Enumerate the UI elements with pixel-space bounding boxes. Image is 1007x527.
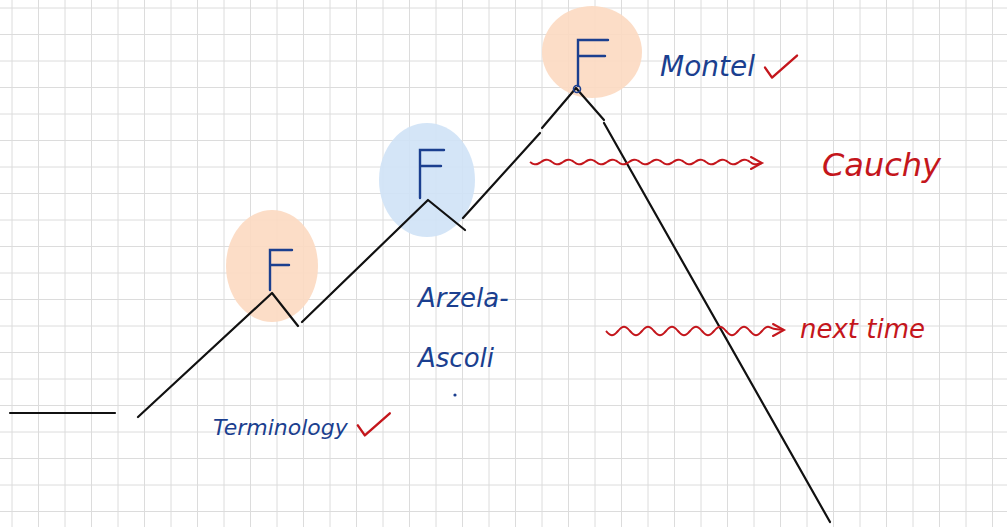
- grid-line: [0, 114, 1007, 115]
- highlight-circle: [379, 123, 475, 237]
- grid-line: [992, 0, 993, 527]
- grid-line: [0, 61, 1007, 62]
- mountain-line: [542, 88, 604, 128]
- mountain-line: [138, 293, 298, 417]
- grid-line: [0, 246, 1007, 247]
- grid-line: [0, 140, 1007, 141]
- flag-symbol: [420, 150, 444, 198]
- label-holder: Arzela- Ascoli: [418, 268, 568, 388]
- summit-dot: [574, 86, 581, 93]
- grid-line: [0, 352, 1007, 353]
- check-mark: [765, 56, 797, 78]
- grid-line: [0, 458, 1007, 459]
- grid-line: [780, 0, 781, 527]
- grid-line: [966, 0, 967, 527]
- flag-symbol: [270, 250, 292, 290]
- handwritten-note: next time: [800, 314, 925, 345]
- label-holder: Cauchy: [822, 146, 941, 184]
- grid-line: [542, 0, 543, 527]
- grid-line: [939, 0, 940, 527]
- grid-line: [436, 0, 437, 527]
- grid-line: [409, 0, 410, 527]
- grid-line: [0, 87, 1007, 88]
- grid-line: [462, 0, 463, 527]
- grid-line: [0, 485, 1007, 486]
- handwritten-note: Cauchy: [822, 146, 941, 184]
- ink-dot: [453, 393, 456, 396]
- grid-line: [860, 0, 861, 527]
- mountain-line: [463, 133, 540, 218]
- handwritten-note: Arzela- Ascoli: [418, 268, 568, 388]
- grid-line: [0, 193, 1007, 194]
- wavy-arrow: [530, 160, 762, 165]
- grid-line: [886, 0, 887, 527]
- label-holder: Montel: [660, 50, 755, 84]
- grid-line: [0, 273, 1007, 274]
- arrow-head: [773, 324, 784, 336]
- grid-line: [383, 0, 384, 527]
- label-holder: next time: [800, 314, 925, 345]
- grid-line: [197, 0, 198, 527]
- handwritten-note: Terminology: [213, 415, 348, 441]
- grid-line: [38, 0, 39, 527]
- grid-line: [65, 0, 66, 527]
- grid-line: [12, 0, 13, 527]
- grid-line: [0, 220, 1007, 221]
- highlight-circle: [226, 210, 318, 322]
- grid-line: [224, 0, 225, 527]
- check-mark: [358, 413, 390, 435]
- highlight-circle: [542, 6, 642, 98]
- grid-line: [171, 0, 172, 527]
- grid-line: [0, 379, 1007, 380]
- grid-line: [0, 8, 1007, 9]
- grid-line: [833, 0, 834, 527]
- grid-line: [489, 0, 490, 527]
- grid-line: [0, 432, 1007, 433]
- grid-line: [91, 0, 92, 527]
- grid-line: [330, 0, 331, 527]
- grid-line: [144, 0, 145, 527]
- grid-line: [0, 34, 1007, 35]
- grid-line: [807, 0, 808, 527]
- grid-line: [356, 0, 357, 527]
- flag-symbol: [578, 40, 608, 86]
- label-holder: Terminology: [213, 415, 348, 441]
- mountain-line: [10, 412, 115, 414]
- mountain-line: [604, 123, 830, 522]
- handwritten-note: Montel: [660, 50, 755, 84]
- grid-line: [913, 0, 914, 527]
- grid-line: [648, 0, 649, 527]
- arrow-head: [751, 157, 762, 169]
- grid-line: [0, 511, 1007, 512]
- grid-line: [515, 0, 516, 527]
- grid-line: [118, 0, 119, 527]
- wavy-arrow: [606, 327, 784, 336]
